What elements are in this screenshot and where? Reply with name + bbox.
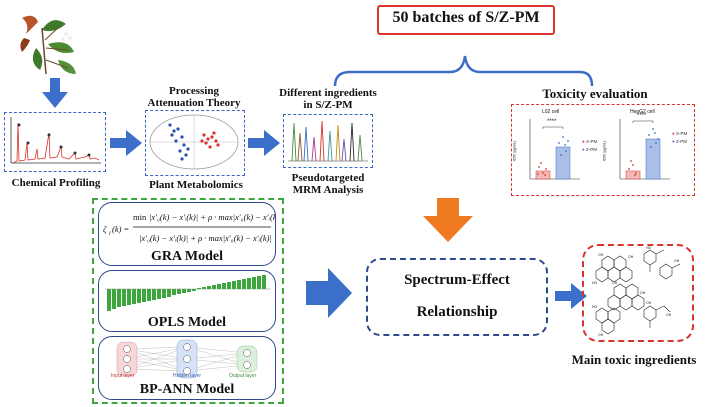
- processing-label: Processing: [169, 85, 219, 97]
- svg-text:OH: OH: [598, 333, 604, 337]
- hepg2-chart: HepG2 cell **** IC50 (μg/mL) ● S-PM ● Z-…: [602, 109, 694, 191]
- svg-text:HO: HO: [592, 305, 598, 309]
- toxicity-title: Toxicity evaluation: [542, 86, 648, 101]
- spectrum-effect-label-2: Relationship: [416, 304, 498, 320]
- arrow-down-orange: [423, 198, 473, 242]
- spectrum-effect-label-1: Spectrum-Effect: [404, 272, 510, 288]
- l02-chart: L02 cell **** IC50 (μg/mL) ● S-PM ● Z-PM: [512, 109, 604, 191]
- arrow-right-2: [248, 130, 280, 156]
- nn-hidden-label: Hidden layer: [173, 373, 202, 379]
- chemical-profiling-label: Chemical Profiling: [11, 177, 101, 189]
- hepg2-plot: [619, 119, 670, 180]
- svg-text:OH: OH: [666, 313, 672, 317]
- arrow-right-3: [555, 283, 587, 309]
- l02-title: L02 cell: [542, 109, 560, 115]
- arrow-right-1: [110, 130, 142, 156]
- svg-text:OH: OH: [640, 291, 646, 295]
- attenuation-label: Attenuation Theory: [147, 97, 241, 109]
- batches-box: [377, 5, 555, 35]
- hepg2-ylabel: IC50 (μg/mL): [602, 140, 607, 162]
- spectrum-effect-box: [366, 258, 548, 336]
- nn-output-label: Output layer: [229, 373, 257, 379]
- gra-model-label: GRA Model: [151, 249, 223, 264]
- svg-text:OH: OH: [628, 255, 634, 259]
- arrow-right-big: [306, 268, 352, 318]
- svg-text:OH: OH: [674, 259, 680, 263]
- diff-ingredients-label-2: in S/Z-PM: [303, 99, 353, 111]
- chromatogram-plot: [10, 117, 101, 164]
- opls-model-box: OPLS Model: [98, 270, 276, 332]
- toxic-ingredients-box: OH OH HO HO OH OH OH HO OH OH OH: [582, 244, 694, 342]
- hepg2-legend-z: ● Z-PM: [672, 139, 687, 144]
- pseudotargeted-label: Pseudotargeted: [291, 172, 365, 184]
- svg-text:OH: OH: [612, 281, 618, 285]
- hepg2-legend-s: ● S-PM: [672, 131, 688, 136]
- svg-text:OH: OH: [646, 301, 652, 305]
- svg-text:HO: HO: [646, 246, 652, 250]
- neural-network-diagram: [116, 339, 258, 379]
- svg-text:ζ: ζ: [103, 224, 107, 234]
- svg-text:|x′₀(k) − x′ᵢ(k)| + ρ · max|x′: |x′₀(k) − x′ᵢ(k)| + ρ · max|x′₀(k) − x′ᵢ…: [139, 233, 272, 243]
- mrm-analysis-label: MRM Analysis: [292, 184, 364, 196]
- metabolomics-box: [145, 110, 245, 176]
- plant-metabolomics-label: Plant Metabolomics: [149, 179, 243, 191]
- plant-illustration: [20, 15, 76, 75]
- models-container: [92, 198, 284, 404]
- mrm-chromatogram: [288, 120, 368, 162]
- molecule-structures: OH OH HO HO OH OH OH HO OH OH OH: [592, 246, 681, 337]
- l02-legend-s: ● S-PM: [582, 139, 598, 144]
- toxicity-box: L02 cell **** IC50 (μg/mL) ● S-PM ● Z-PM…: [511, 104, 695, 196]
- batches-label: 50 batches of S/Z-PM: [392, 9, 540, 26]
- mrm-box: [283, 114, 373, 168]
- arrow-down-1: [42, 78, 68, 108]
- l02-ylabel: IC50 (μg/mL): [512, 140, 517, 162]
- l02-sig: ****: [547, 119, 557, 125]
- hepg2-sig: ****: [637, 113, 647, 119]
- diff-ingredients-label-1: Different ingredients: [279, 87, 377, 99]
- main-toxic-label: Main toxic ingredients: [571, 352, 697, 367]
- l02-legend-z: ● Z-PM: [582, 147, 597, 152]
- svg-text:|x′₀(k) − x′ᵢ(k)| + ρ · max|x′: |x′₀(k) − x′ᵢ(k)| + ρ · max|x′₀(k) − x′ᵢ…: [149, 212, 275, 222]
- opls-bar-plot: [105, 275, 271, 311]
- hepg2-title: HepG2 cell: [630, 109, 655, 115]
- svg-text:min: min: [133, 212, 147, 222]
- opls-model-label: OPLS Model: [147, 315, 227, 330]
- chemical-profiling-box: [4, 112, 106, 172]
- nn-input-label: Input layer: [111, 373, 135, 379]
- pca-score-plot: [149, 114, 239, 170]
- bpann-model-label: BP-ANN Model: [139, 382, 235, 397]
- svg-text:OH: OH: [598, 253, 604, 257]
- l02-plot: [529, 119, 580, 180]
- svg-text:i: i: [109, 231, 111, 237]
- svg-text:HO: HO: [592, 281, 598, 285]
- svg-text:(k) =: (k) =: [112, 224, 129, 234]
- bpann-model-box: Input layer Hidden layer Output layer BP…: [98, 336, 276, 400]
- batches-bracket: [333, 55, 594, 87]
